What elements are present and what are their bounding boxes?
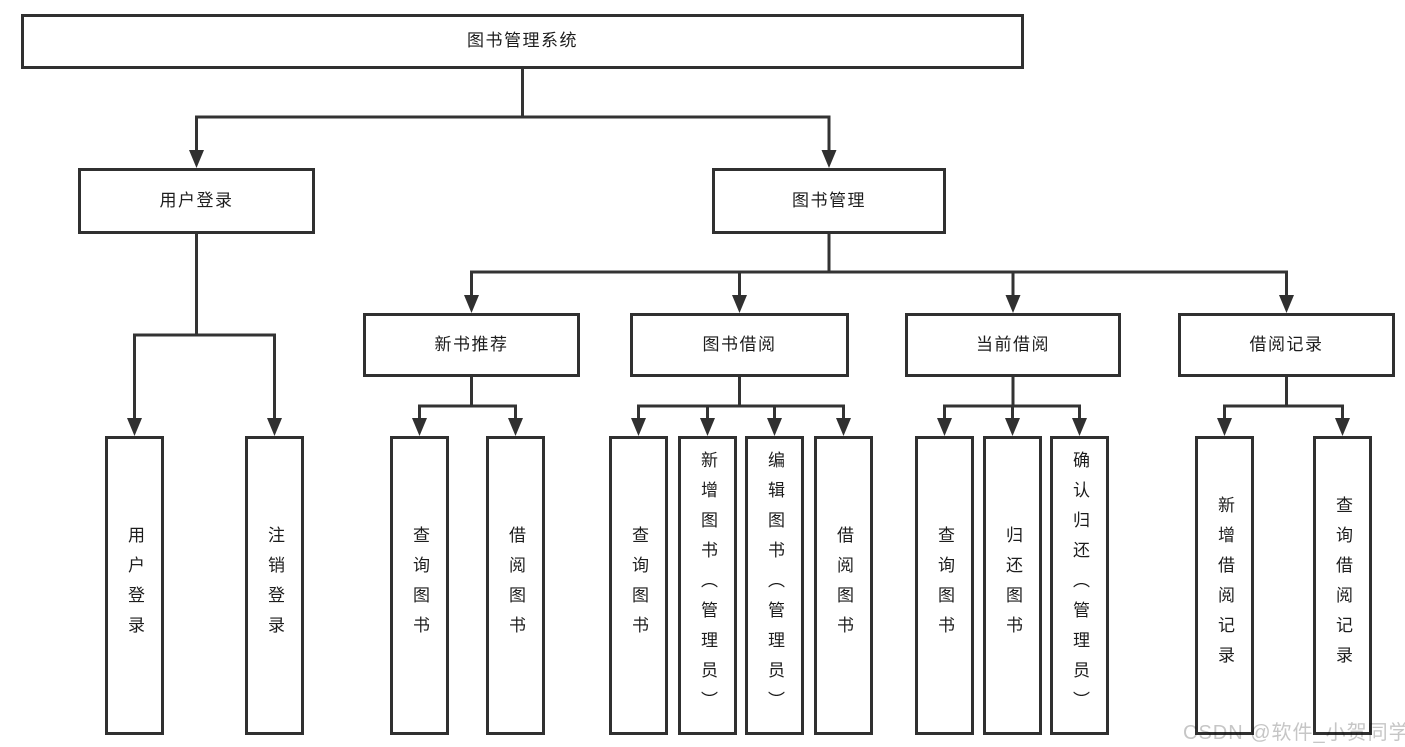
node-label: 新书推荐 bbox=[434, 334, 509, 354]
arrowhead-down-icon bbox=[127, 418, 142, 436]
node-label: 用户登录 bbox=[125, 525, 144, 646]
node-book-borrowing: 图书借阅 bbox=[630, 313, 849, 377]
node-new-book-recommendation: 新书推荐 bbox=[363, 313, 580, 377]
node-label: 查询图书 bbox=[935, 525, 954, 646]
arrowhead-down-icon bbox=[767, 418, 782, 436]
arrowhead-down-icon bbox=[821, 150, 837, 168]
csdn-watermark: CSDN @软件_小贺同学 bbox=[1183, 722, 1405, 744]
arrowhead-down-icon bbox=[508, 418, 523, 436]
arrowhead-down-icon bbox=[631, 418, 646, 436]
connector-user-login-to-leaves bbox=[133, 234, 276, 418]
node-user-login: 用户登录 bbox=[78, 168, 315, 234]
leaf-logout: 注销登录 bbox=[245, 436, 304, 735]
arrowhead-down-icon bbox=[836, 418, 851, 436]
node-label: 归还图书 bbox=[1003, 525, 1022, 646]
leaf-query-books-current: 查询图书 bbox=[915, 436, 974, 735]
node-label: 图书借阅 bbox=[702, 334, 777, 354]
node-borrowing-records: 借阅记录 bbox=[1178, 313, 1395, 377]
arrowhead-down-icon bbox=[732, 295, 747, 313]
node-label: 注销登录 bbox=[265, 525, 284, 646]
node-book-management: 图书管理 bbox=[712, 168, 946, 234]
leaf-user-login: 用户登录 bbox=[105, 436, 164, 735]
connector-book-borrowing-to-leaves bbox=[637, 377, 845, 418]
node-label: 图书管理系统 bbox=[467, 31, 578, 51]
leaf-add-borrow-record: 新增借阅记录 bbox=[1195, 436, 1254, 735]
leaf-borrow-books: 借阅图书 bbox=[814, 436, 873, 735]
node-label: 新增借阅记录 bbox=[1215, 495, 1234, 676]
leaf-borrow-books-recommend: 借阅图书 bbox=[486, 436, 545, 735]
connector-current-borrowing-to-leaves bbox=[943, 377, 1081, 418]
connector-new-book-to-leaves bbox=[418, 377, 517, 418]
node-label: 借阅记录 bbox=[1249, 334, 1324, 354]
node-label: 当前借阅 bbox=[976, 334, 1050, 354]
arrowhead-down-icon bbox=[464, 295, 479, 313]
connector-book-management-to-level3 bbox=[470, 234, 1288, 295]
node-label: 用户登录 bbox=[159, 190, 234, 210]
node-label: 新增图书（管理员） bbox=[698, 450, 717, 721]
arrowhead-down-icon bbox=[267, 418, 282, 436]
node-label: 查询借阅记录 bbox=[1333, 495, 1352, 676]
arrowhead-down-icon bbox=[1279, 295, 1294, 313]
node-label: 编辑图书（管理员） bbox=[765, 450, 784, 721]
connector-root-to-level2 bbox=[195, 69, 831, 150]
arrowhead-down-icon bbox=[412, 418, 427, 436]
arrowhead-down-icon bbox=[700, 418, 715, 436]
node-label: 借阅图书 bbox=[506, 525, 525, 646]
arrowhead-down-icon bbox=[1072, 418, 1087, 436]
leaf-query-books-borrow: 查询图书 bbox=[609, 436, 668, 735]
node-label: 借阅图书 bbox=[834, 525, 853, 646]
connector-borrowing-records-to-leaves bbox=[1223, 377, 1344, 418]
node-label: 查询图书 bbox=[629, 525, 648, 646]
node-label: 图书管理 bbox=[792, 190, 866, 210]
arrowhead-down-icon bbox=[937, 418, 952, 436]
node-label: 确认归还（管理员） bbox=[1070, 450, 1089, 721]
arrowhead-down-icon bbox=[1005, 418, 1020, 436]
leaf-query-borrow-record: 查询借阅记录 bbox=[1313, 436, 1372, 735]
node-label: 查询图书 bbox=[410, 525, 429, 646]
leaf-return-books: 归还图书 bbox=[983, 436, 1042, 735]
arrowhead-down-icon bbox=[1335, 418, 1350, 436]
arrowhead-down-icon bbox=[189, 150, 204, 168]
node-library-management-system: 图书管理系统 bbox=[21, 14, 1024, 69]
leaf-add-book-admin: 新增图书（管理员） bbox=[678, 436, 737, 735]
arrowhead-down-icon bbox=[1005, 295, 1021, 313]
leaf-query-books-recommend: 查询图书 bbox=[390, 436, 449, 735]
leaf-edit-book-admin: 编辑图书（管理员） bbox=[745, 436, 804, 735]
arrowhead-down-icon bbox=[1217, 418, 1232, 436]
leaf-confirm-return-admin: 确认归还（管理员） bbox=[1050, 436, 1109, 735]
node-current-borrowing: 当前借阅 bbox=[905, 313, 1121, 377]
